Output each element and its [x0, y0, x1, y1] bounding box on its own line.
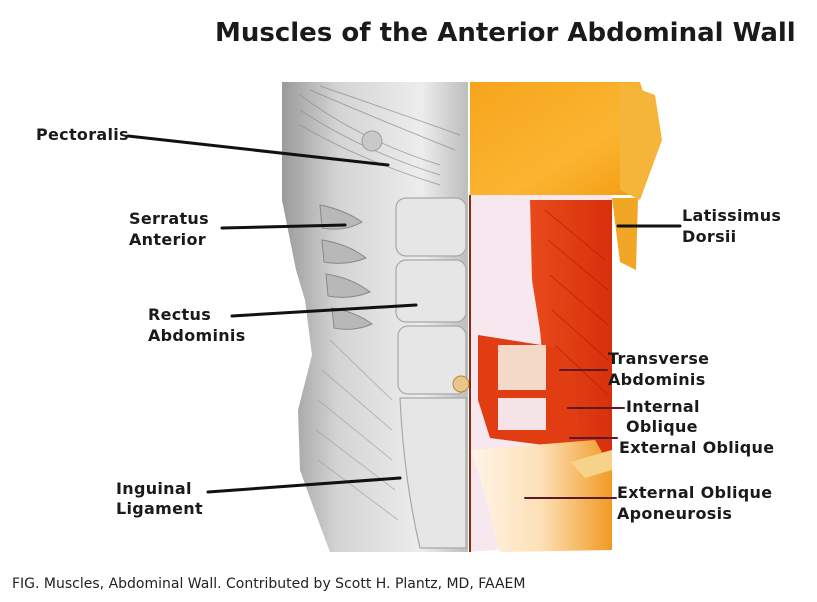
label-internal-oblique-line2: Oblique — [626, 417, 698, 436]
label-aponeurosis-line1: External Oblique — [617, 483, 773, 502]
left-torso-gray — [282, 82, 470, 552]
label-latissimus-line1: Latissimus — [682, 206, 782, 225]
label-serratus-line1: Serratus — [129, 209, 209, 228]
label-pectoralis: Pectoralis — [36, 125, 129, 144]
label-transverse-line2: Abdominis — [608, 370, 706, 389]
label-latissimus-line2: Dorsii — [682, 227, 737, 246]
label-rectus-line1: Rectus — [148, 305, 212, 324]
label-transverse-line1: Transverse — [608, 349, 710, 368]
right-torso-colored — [469, 82, 662, 552]
label-external-oblique: External Oblique — [619, 438, 775, 457]
label-serratus-line2: Anterior — [129, 230, 206, 249]
label-rectus-line2: Abdominis — [148, 326, 246, 345]
leader-lines-right — [524, 369, 625, 499]
label-internal-oblique-line1: Internal — [626, 397, 700, 416]
leader-lines — [126, 134, 682, 494]
label-aponeurosis-line2: Aponeurosis — [617, 504, 733, 523]
figure-caption: FIG. Muscles, Abdominal Wall. Contribute… — [12, 576, 526, 592]
label-inguinal-line2: Ligament — [116, 499, 203, 518]
label-inguinal-line1: Inguinal — [116, 479, 192, 498]
figure-title: Muscles of the Anterior Abdominal Wall — [215, 18, 796, 48]
